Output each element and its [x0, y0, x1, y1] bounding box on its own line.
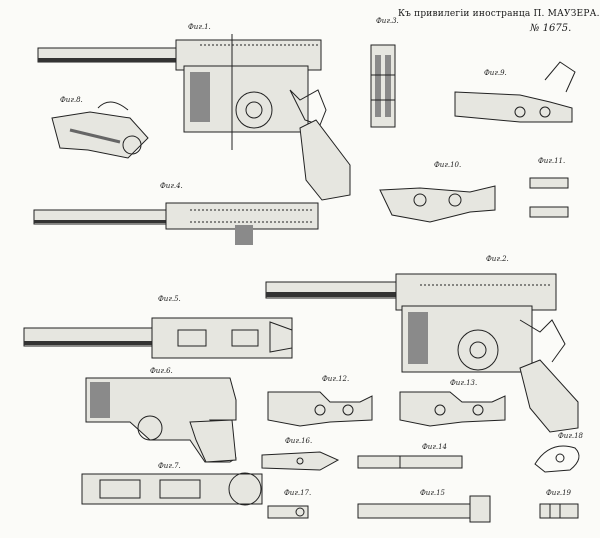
figure-9-drawing — [454, 61, 576, 123]
figure-7-drawing — [81, 472, 263, 506]
figure-6-caption: Фиг.6. — [150, 367, 173, 375]
figure-1-caption: Фиг.1. — [188, 23, 211, 31]
figure-4-drawing — [33, 202, 319, 245]
figure-14-drawing — [357, 455, 463, 469]
figure-2-drawing — [265, 273, 579, 433]
figure-14-caption: Фиг.14 — [422, 443, 447, 451]
figure-7-caption: Фиг.7. — [158, 462, 181, 470]
figure-10-caption: Фиг.10. — [434, 161, 462, 169]
figure-13-caption: Фиг.13. — [450, 379, 478, 387]
figure-15-drawing — [357, 495, 491, 523]
figure-16-caption: Фиг.16. — [285, 437, 313, 445]
figure-6-drawing — [85, 377, 237, 463]
patent-number: № 1675. — [530, 23, 572, 34]
figure-3-caption: Фиг.3. — [376, 17, 399, 25]
figure-15-caption: Фиг.15 — [420, 489, 445, 497]
figure-18-drawing — [534, 445, 580, 473]
figure-13-drawing — [399, 391, 506, 427]
figure-5-drawing — [23, 317, 293, 359]
figure-2-caption: Фиг.2. — [486, 255, 509, 263]
figure-11-caption: Фиг.11. — [538, 157, 566, 165]
figure-16-drawing — [261, 451, 340, 471]
figure-4-caption: Фиг.4. — [160, 182, 183, 190]
figure-3-drawing — [370, 44, 396, 128]
figure-1-drawing — [37, 34, 351, 201]
figure-17-caption: Фиг.17. — [284, 489, 312, 497]
figure-12-caption: Фиг.12. — [322, 375, 350, 383]
figure-17-drawing — [267, 505, 309, 519]
figure-8-caption: Фиг.8. — [60, 96, 83, 104]
figure-9-caption: Фиг.9. — [484, 69, 507, 77]
figure-18-caption: Фиг.18 — [558, 432, 583, 440]
figure-11-drawing — [529, 177, 569, 218]
figure-8-drawing — [51, 101, 149, 159]
patent-header: Къ привилегiи иностранца П. МАУЗЕРА. — [398, 9, 600, 19]
figure-10-drawing — [379, 185, 496, 223]
figure-12-drawing — [267, 391, 373, 427]
figure-19-drawing — [539, 503, 579, 519]
figure-19-caption: Фиг.19 — [546, 489, 571, 497]
figure-5-caption: Фиг.5. — [158, 295, 181, 303]
